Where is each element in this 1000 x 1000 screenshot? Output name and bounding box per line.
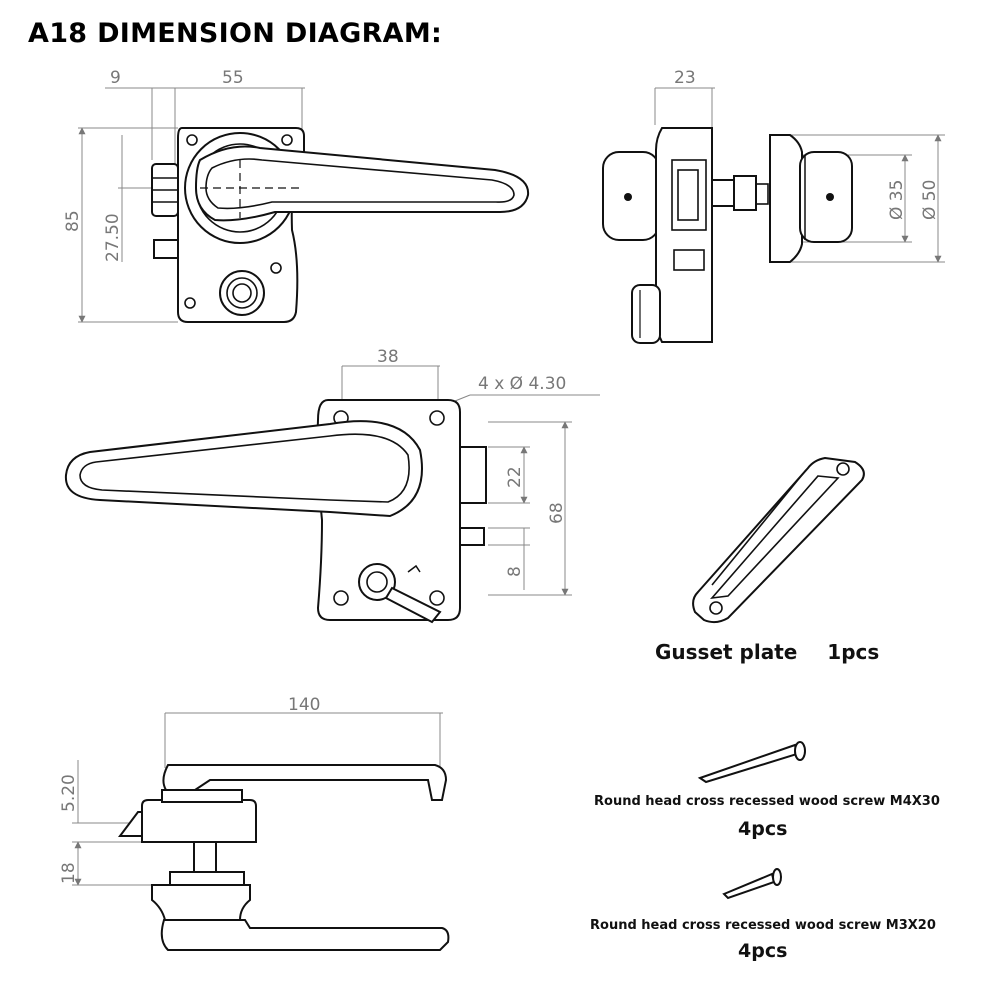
- side-view-drawing: [602, 87, 945, 344]
- dim-18: 18: [59, 862, 79, 884]
- dim-38: 38: [377, 347, 399, 367]
- gusset-plate-qty: 1pcs: [827, 640, 880, 664]
- top-view-drawing: [72, 712, 450, 951]
- gusset-plate-label: Gusset plate 1pcs: [655, 640, 879, 664]
- diagram-title: A18 DIMENSION DIAGRAM:: [28, 18, 443, 49]
- dim-140: 140: [288, 695, 320, 715]
- dim-68: 68: [547, 502, 567, 524]
- screw-m4x30-name: Round head cross recessed wood screw M4X…: [594, 794, 940, 809]
- dim-85: 85: [63, 210, 83, 232]
- screw-m4x30-qty: 4pcs: [738, 818, 788, 840]
- dim-23: 23: [674, 68, 696, 88]
- dim-22: 22: [505, 466, 525, 488]
- screw-m4x30-drawing: [697, 741, 806, 784]
- dim-dia-35: Ø 35: [887, 180, 907, 220]
- dim-9: 9: [110, 68, 121, 88]
- gusset-plate-drawing: [692, 456, 865, 624]
- dim-holes: 4 x Ø 4.30: [478, 374, 566, 394]
- dim-5-20: 5.20: [59, 774, 79, 812]
- screw-m3x20-drawing: [722, 868, 782, 900]
- back-view-drawing: [64, 365, 600, 624]
- dim-dia-50: Ø 50: [920, 180, 940, 220]
- screw-m3x20-name: Round head cross recessed wood screw M3X…: [590, 918, 936, 933]
- gusset-plate-name: Gusset plate: [655, 640, 798, 664]
- dim-55: 55: [222, 68, 244, 88]
- dim-8: 8: [505, 566, 525, 577]
- screw-m3x20-qty: 4pcs: [738, 940, 788, 962]
- front-view-drawing: [78, 87, 530, 323]
- dim-27-50: 27.50: [103, 213, 123, 262]
